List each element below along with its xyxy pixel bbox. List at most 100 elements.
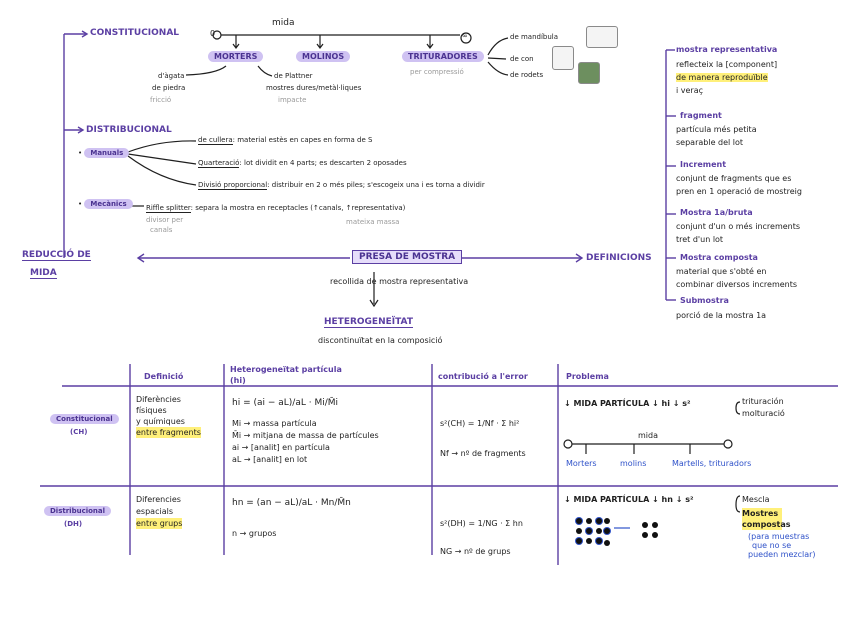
scale-min-label: 0 xyxy=(210,29,216,38)
ch-bullet-0: Mi → massa partícula xyxy=(232,419,317,428)
ch-scale-item-2: Martells, trituradors xyxy=(672,459,752,468)
divisor-text: divisor per xyxy=(146,216,184,224)
rodets-text: de rodets xyxy=(510,71,544,79)
ch-label: Constitucional xyxy=(50,414,119,424)
def-line-2-1: pren en 1 operació de mostreig xyxy=(676,187,802,196)
scale-max-label: ∞ xyxy=(462,32,468,40)
dh-def-2: entre grups xyxy=(136,518,183,529)
manuals-pill: Manuals xyxy=(84,148,130,158)
dh-note-1: que no se xyxy=(752,541,792,550)
ch-def-2: y químiques xyxy=(136,417,185,426)
ch-error: s²(CH) = 1/Nf · Σ hi² xyxy=(440,419,520,428)
def-term-4: Mostra composta xyxy=(680,253,758,262)
ch-bullet-1: M̄i → mitjana de massa de partícules xyxy=(232,431,379,440)
def-line-3-1: tret d'un lot xyxy=(676,235,724,244)
def-line-3-0: conjunt d'un o més increments xyxy=(676,222,801,231)
plattner-text: de Plattner xyxy=(274,72,313,80)
mecanics-pill: Mecànics xyxy=(84,199,133,209)
dh-formula: hn = (an − aL)/aL · Mn/M̄n xyxy=(232,498,351,508)
mostres-dures-text: mostres dures/metàl·liques xyxy=(266,84,362,92)
ch-scale-item-1: molins xyxy=(620,459,647,468)
cullera-def: : material estès en capes en forma de S xyxy=(232,136,373,144)
riffle-row: Riffle splitter: separa la mostra en rec… xyxy=(146,204,406,213)
ch-formula: hi = (ai − aL)/aL · Mi/M̄i xyxy=(232,398,339,408)
dh-note-2: pueden mezclar) xyxy=(748,550,816,559)
mateixa-text: mateixa massa xyxy=(346,218,400,226)
recollida-text: recollida de mostra representativa xyxy=(330,277,469,286)
riffle-term: Riffle splitter xyxy=(146,204,191,213)
def-term-1: fragment xyxy=(680,111,722,120)
con-text: de con xyxy=(510,55,534,63)
presa-de-mostra-box: PRESA DE MOSTRA xyxy=(352,250,463,264)
ch-abbr: (CH) xyxy=(70,428,88,436)
reduccio-heading-1: REDUCCIÓ DE xyxy=(22,250,91,261)
def-line-0-1: de manera reproduïble xyxy=(676,73,768,82)
reduccio-heading-2: MIDA xyxy=(30,268,57,279)
agata-text: d'àgata xyxy=(158,72,185,80)
table-header-definicio: Definició xyxy=(144,372,184,381)
morters-pill: MORTERS xyxy=(208,51,264,62)
quarteracio-term: Quarteració xyxy=(198,159,240,168)
table-header-problema: Problema xyxy=(566,372,609,381)
def-line-1-1: separable del lot xyxy=(676,138,744,147)
friccio-text: fricció xyxy=(150,96,172,104)
dh-def-1: espacials xyxy=(136,507,173,516)
constitucional-heading: CONSTITUCIONAL xyxy=(90,28,180,38)
dh-note-0: (para muestras xyxy=(748,532,810,541)
ch-solution-0: trituración xyxy=(742,397,784,406)
distribucional-heading: DISTRIBUCIONAL xyxy=(86,125,172,135)
dh-solution-0: Mescla xyxy=(742,495,770,504)
ch-bullet-2: ai → [analit] en partícula xyxy=(232,443,330,452)
def-term-0: mostra representativa xyxy=(676,45,778,54)
dh-def-0: Diferencies xyxy=(136,495,181,504)
def-line-5-0: porció de la mostra 1a xyxy=(676,311,767,320)
def-line-2-0: conjunt de fragments que es xyxy=(676,174,792,183)
definicions-heading: DEFINICIONS xyxy=(586,253,652,263)
ch-problem: ↓ MIDA PARTÍCULA ↓ hi ↓ s² xyxy=(564,399,691,408)
cullera-row: de cullera: material estès en capes en f… xyxy=(198,136,373,145)
ch-def-0: Diferències xyxy=(136,395,181,404)
divisio-row: Divisió proporcional: distribuir en 2 o … xyxy=(198,181,485,190)
def-line-0-2: i veraç xyxy=(676,86,704,95)
dh-problem: ↓ MIDA PARTÍCULA ↓ hn ↓ s² xyxy=(564,495,694,504)
mida-label: mida xyxy=(272,18,295,28)
pedra-text: de piedra xyxy=(152,84,186,92)
dh-solution-1: Mostres compostas xyxy=(742,508,791,530)
cullera-term: de cullera xyxy=(198,136,233,145)
heterogeneitat-heading: HETEROGENEÏTAT xyxy=(324,317,413,328)
jaw-crusher-icon xyxy=(586,26,618,48)
dh-n: n → grupos xyxy=(232,529,277,538)
quarteracio-def: : lot dividit en 4 parts; es descarten 2… xyxy=(239,159,407,167)
ch-solution-1: molturació xyxy=(742,409,785,418)
compressio-text: per compressió xyxy=(410,68,464,76)
def-line-4-0: material que s'obté en xyxy=(676,267,767,276)
roller-crusher-icon xyxy=(578,62,600,84)
riffle-def: : separa la mostra en receptacles (↑cana… xyxy=(190,204,406,212)
ch-def-3: entre fragments xyxy=(136,427,201,438)
ch-scale-item-0: Morters xyxy=(566,459,597,468)
dh-label: Distribucional xyxy=(44,506,112,516)
def-term-2: Increment xyxy=(680,160,727,169)
table-header-contribucio: contribució a l'error xyxy=(438,372,528,381)
divisio-term: Divisió proporcional xyxy=(198,181,268,190)
def-term-3: Mostra 1a/bruta xyxy=(680,208,753,217)
dh-error: s²(DH) = 1/NG · Σ hn xyxy=(440,519,523,528)
mandibula-text: de mandíbula xyxy=(510,33,559,41)
table-header-heterogeneitat: Heterogeneïtat partícula (hi) xyxy=(230,365,342,385)
canals-text: canals xyxy=(150,226,173,234)
cone-crusher-icon xyxy=(552,46,574,70)
def-term-5: Submostra xyxy=(680,296,729,305)
ch-def-1: físiques xyxy=(136,406,167,415)
ch-bullet-3: aL → [analit] en lot xyxy=(232,455,308,464)
def-line-1-0: partícula més petita xyxy=(676,125,757,134)
ch-scale-label: mida xyxy=(638,431,658,440)
impacte-text: impacte xyxy=(278,96,307,104)
dh-ng: NG → nº de grups xyxy=(440,547,511,556)
discontinuitat-text: discontinuïtat en la composició xyxy=(318,336,443,345)
quarteracio-row: Quarteració: lot dividit en 4 parts; es … xyxy=(198,159,407,168)
def-line-4-1: combinar diversos increments xyxy=(676,280,798,289)
divisio-def: : distribuir en 2 o més piles; s'escogei… xyxy=(267,181,485,189)
def-line-0-0: reflecteix la [component] xyxy=(676,60,778,69)
trituradores-pill: TRITURADORES xyxy=(402,51,484,62)
